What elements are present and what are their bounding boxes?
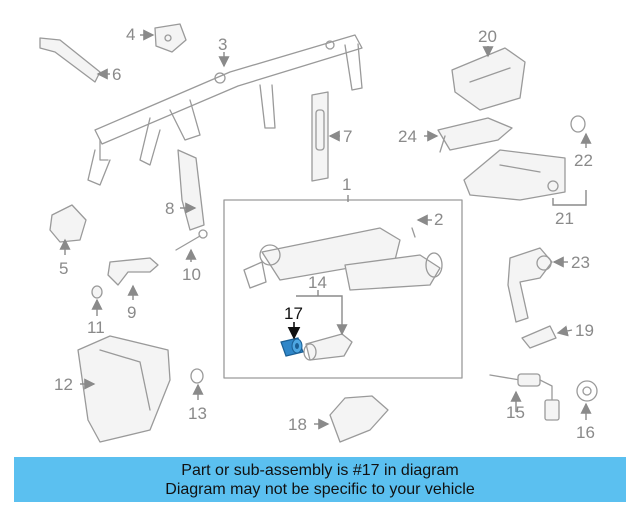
part-4-bracket — [154, 23, 187, 53]
part-22-ring — [547, 115, 586, 192]
callout-15: 15 — [506, 403, 525, 422]
callout-13: 13 — [188, 404, 207, 423]
part-11-grommet — [91, 285, 103, 299]
banner-line-1: Part or sub-assembly is #17 in diagram — [181, 461, 459, 479]
callout-12: 12 — [54, 375, 73, 394]
part-6-brace — [39, 37, 101, 83]
callout-10: 10 — [182, 265, 201, 284]
part-12-panel — [77, 335, 171, 443]
callout-6: 6 — [112, 65, 121, 84]
callout-17: 17 — [284, 304, 303, 323]
part-3-crossmember — [87, 34, 363, 186]
callout-23: 23 — [571, 253, 590, 272]
part-20-shroud — [451, 47, 526, 111]
part-1-assembly-box — [223, 199, 463, 379]
part-16-washer — [576, 380, 598, 402]
part-9-handle — [107, 257, 159, 286]
part-7-plate — [311, 91, 329, 182]
callout-5: 5 — [59, 259, 68, 278]
callout-7: 7 — [343, 127, 352, 146]
part-14-lock-housing — [303, 333, 353, 361]
callout-21: 21 — [555, 209, 574, 228]
part-15-switch — [489, 373, 560, 421]
callout-9: 9 — [127, 303, 136, 322]
banner-line-2: Diagram may not be specific to your vehi… — [165, 480, 475, 498]
part-23-lever — [507, 247, 553, 323]
part-13-ring — [190, 368, 204, 384]
part-17-lock-cylinder — [280, 337, 304, 357]
callout-16: 16 — [576, 423, 595, 442]
callout-8: 8 — [165, 199, 174, 218]
callout-3: 3 — [218, 35, 227, 54]
callout-18: 18 — [288, 415, 307, 434]
callout-24: 24 — [398, 127, 417, 146]
callout-22: 22 — [574, 151, 593, 170]
part-24-switch — [437, 117, 513, 153]
callout-labels: 1 2 3 4 5 6 7 8 9 10 11 12 13 14 15 16 1… — [54, 25, 595, 442]
callout-20: 20 — [478, 27, 497, 46]
part-19-plate — [521, 325, 557, 349]
part-21-lower-shroud — [463, 149, 566, 201]
callout-14: 14 — [308, 273, 327, 292]
parts-diagram: 1 2 3 4 5 6 7 8 9 10 11 12 13 14 15 16 1… — [39, 23, 598, 443]
callout-4: 4 — [126, 25, 135, 44]
info-banner: Part or sub-assembly is #17 in diagram D… — [14, 457, 626, 502]
callout-11: 11 — [87, 318, 105, 337]
callout-1: 1 — [342, 175, 351, 194]
callout-19: 19 — [575, 321, 594, 340]
callout-2: 2 — [434, 210, 443, 229]
leader-lines — [59, 29, 592, 430]
part-18-bracket — [329, 395, 389, 443]
part-5-cover — [49, 204, 87, 243]
part-8-support — [177, 149, 205, 231]
part-10-bolt — [175, 229, 208, 251]
